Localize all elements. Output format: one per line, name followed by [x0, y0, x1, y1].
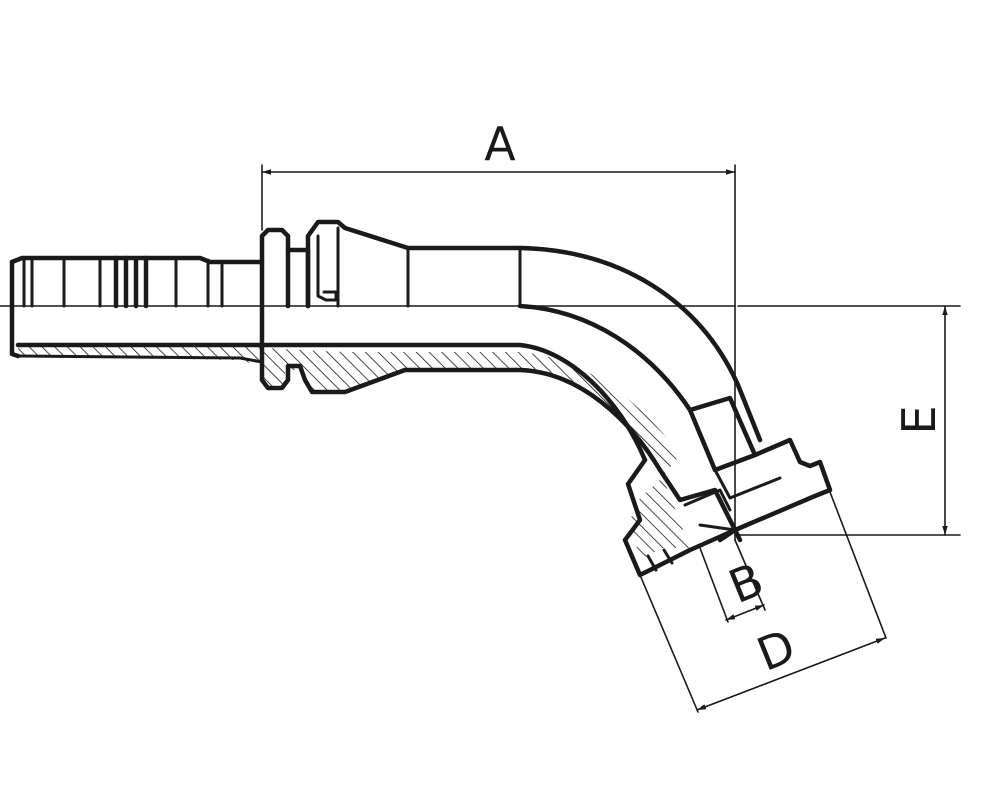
dimension-e-label: E — [892, 405, 946, 434]
collar — [259, 219, 523, 395]
elbow-outer — [517, 245, 763, 443]
elbow-bore — [15, 303, 718, 473]
dimension-a: A — [261, 117, 736, 541]
dimension-b: B — [699, 539, 771, 623]
nipple-stem — [9, 255, 265, 364]
dimension-e: E — [734, 305, 961, 536]
dimension-b-label: B — [721, 552, 770, 614]
flange-end — [622, 395, 833, 578]
dimension-a-label: A — [484, 117, 516, 171]
